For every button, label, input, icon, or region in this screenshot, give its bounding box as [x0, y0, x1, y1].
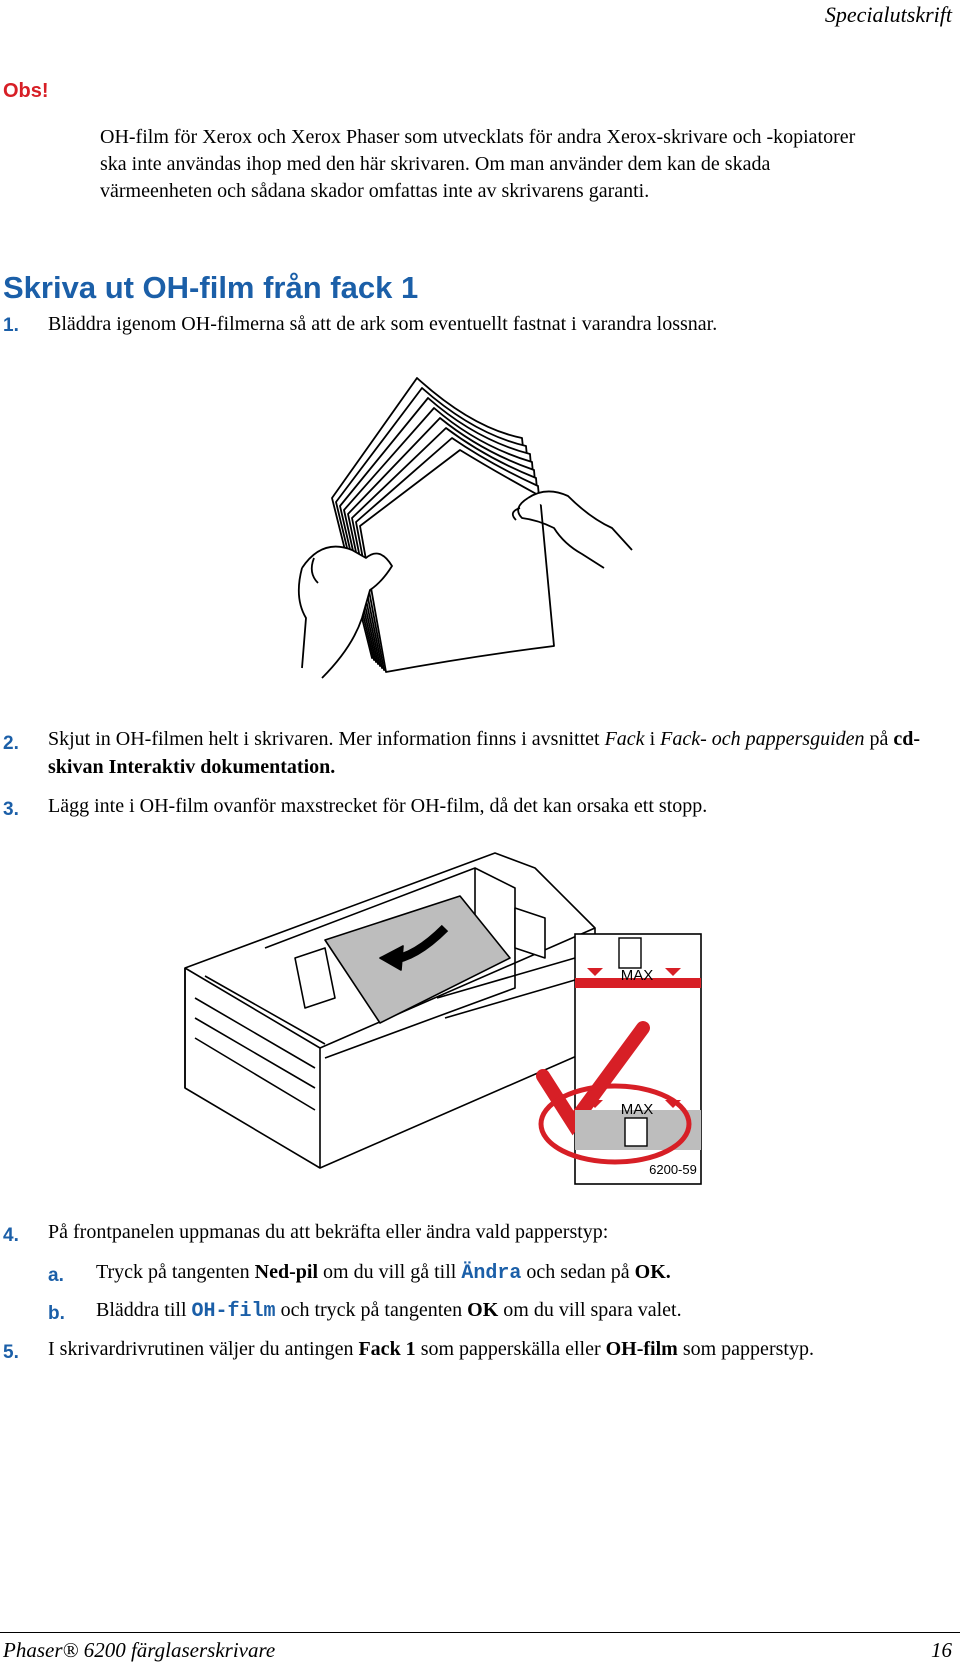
step-letter: b. — [48, 1303, 65, 1324]
step-text: Skjut in OH-filmen helt i skrivaren. Mer… — [48, 728, 921, 778]
max-label-top: MAX — [621, 967, 654, 984]
step-number: 2. — [3, 733, 19, 754]
doc-reference: cd-skivan Interaktiv dokumentation. — [48, 728, 921, 778]
step-text: På frontpanelen uppmanas du att bekräfta… — [48, 1221, 609, 1243]
max-label-bottom: MAX — [621, 1101, 654, 1118]
figure-code: 6200-59 — [649, 1162, 697, 1177]
page-number: 16 — [931, 1638, 952, 1662]
page-footer: Phaser® 6200 färglaserskrivare 16 — [3, 1638, 952, 1663]
menu-item-oh-film: OH-film — [191, 1300, 276, 1323]
step-text: Bläddra igenom OH-filmerna så att de ark… — [48, 313, 718, 335]
fanning-sheets-illustration — [297, 377, 633, 679]
step-number: 5. — [3, 1342, 19, 1363]
footer-title: Phaser® 6200 färglaserskrivare — [3, 1638, 276, 1662]
step-number: 3. — [3, 799, 19, 820]
step-text: Tryck på tangenten Ned-pil om du vill gå… — [96, 1261, 671, 1285]
step-text: Lägg inte i OH-film ovanför maxstrecket … — [48, 795, 708, 817]
step-letter: a. — [48, 1265, 64, 1286]
menu-item-change: Ändra — [461, 1262, 522, 1285]
step-number: 1. — [3, 315, 19, 336]
note-text: OH-film för Xerox och Xerox Phaser som u… — [100, 126, 856, 202]
tray-max-line-illustration: MAX MAX 6200-59 — [184, 852, 702, 1185]
footer-divider — [0, 1632, 960, 1633]
note-label: Obs! — [3, 80, 49, 102]
running-header: Specialutskrift — [824, 2, 952, 27]
section-title: Skriva ut OH-film från fack 1 — [3, 270, 419, 305]
step-number: 4. — [3, 1225, 19, 1246]
step-text: I skrivardrivrutinen väljer du antingen … — [48, 1338, 814, 1360]
step-text: Bläddra till OH-film och tryck på tangen… — [96, 1299, 682, 1323]
